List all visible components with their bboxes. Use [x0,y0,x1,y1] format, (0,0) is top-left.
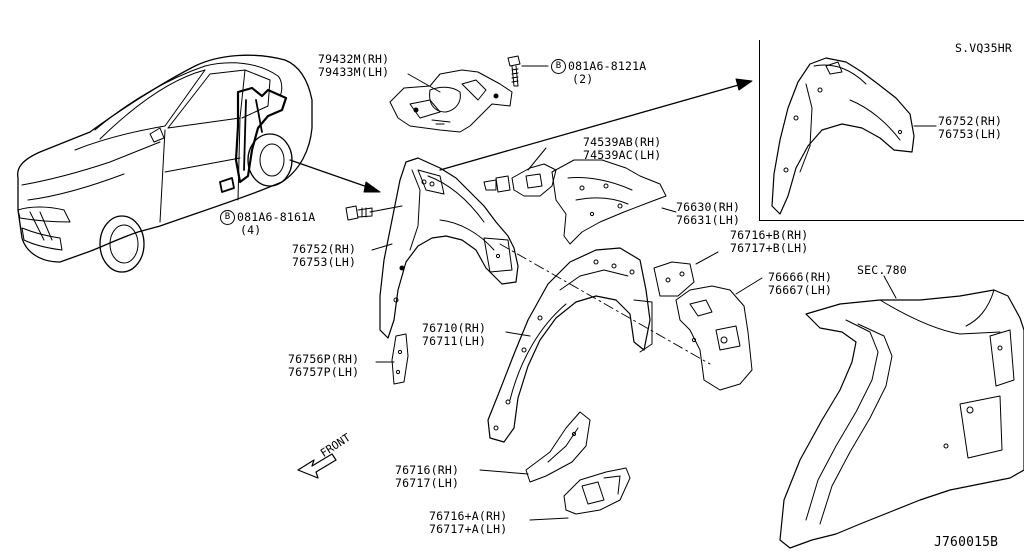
part-76710-wheelhouse [487,247,653,443]
label-76752-inset-lh: 76753(LH) [938,127,1003,141]
label-76716b-lh: 76717+B(LH) [730,241,809,255]
label-76710-rh: 76710(RH) [422,321,487,335]
label-76710-lh: 76711(LH) [422,334,487,348]
inset-variant-label: S.VQ35HR [955,41,1012,55]
label-79432-lh: 79433M(LH) [318,65,390,79]
front-arrow [297,453,337,479]
bolt-symbol-8161: B [220,210,235,225]
label-76630-lh: 76631(LH) [676,213,741,227]
label-76756p-rh: 76756P(RH) [288,352,360,366]
label-74539-rh: 74539AB(RH) [583,135,662,149]
label-bolt-8161-code: 081A6-8161A [237,210,316,224]
label-bolt-8121-code: 081A6-8121A [568,59,647,73]
label-76752-main-lh: 76753(LH) [292,255,357,269]
part-76716-bracket [525,411,591,483]
inset-76752-wheelhouse [771,57,915,215]
label-76630-rh: 76630(RH) [676,200,741,214]
label-bolt-8121-qty: (2) [572,72,594,86]
part-76630-panel [551,159,667,245]
label-74539-lh: 74539AC(LH) [583,148,662,162]
label-76716b-rh: 76716+B(RH) [730,228,809,242]
label-76716-rh: 76716(RH) [395,463,460,477]
label-76666-lh: 76667(LH) [768,283,833,297]
part-76716b-bracket [653,261,695,297]
part-74539-bracket [483,163,557,197]
sec780-body-side [779,289,1024,549]
bolt-symbol-8121: B [551,59,566,74]
label-76716a-lh: 76717+A(LH) [429,522,508,536]
bolt-8121 [507,55,521,87]
part-76752-main [379,157,519,339]
label-76756p-lh: 76757P(LH) [288,365,360,379]
label-76752-main-rh: 76752(RH) [292,242,357,256]
label-79432-rh: 79432M(RH) [318,52,390,66]
diagram-code: J760015B [934,535,999,550]
label-sec780: SEC.780 [857,263,907,277]
label-76716a-rh: 76716+A(RH) [429,509,508,523]
part-76716a-bracket [563,467,631,515]
label-bolt-8161-qty: (4) [240,223,262,237]
bolt-8161 [345,205,373,221]
part-79432-bracket [389,69,513,133]
label-76716-lh: 76717(LH) [395,476,460,490]
car-illustration [16,54,313,273]
label-76666-rh: 76666(RH) [768,270,833,284]
inset-frame [759,40,1024,221]
part-76666-panel [675,285,753,391]
part-76756p-strip [391,333,409,385]
label-76752-inset-rh: 76752(RH) [938,114,1003,128]
